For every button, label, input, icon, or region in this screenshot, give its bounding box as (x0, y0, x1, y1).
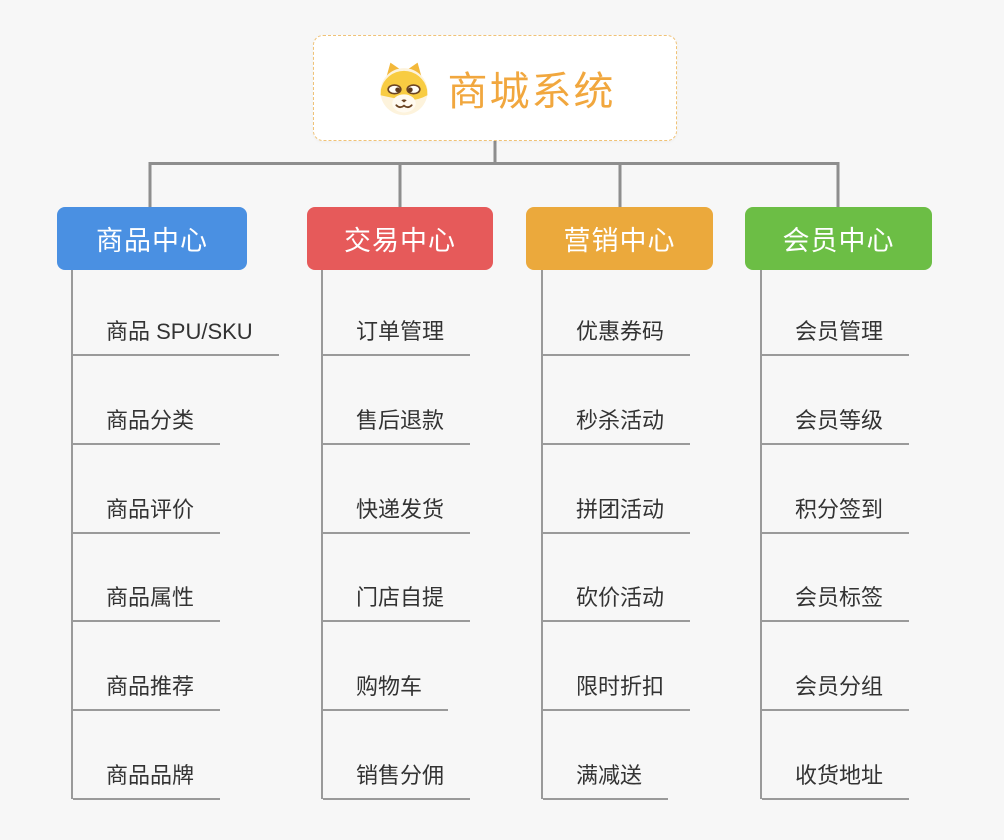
dog-face-icon (379, 62, 428, 116)
branch-column-member-center: 会员管理 会员等级 积分签到 会员标签 会员分组 收货地址 (760, 270, 910, 800)
leaf-item[interactable]: 快递发货 (323, 488, 471, 534)
branch-box-trade-center[interactable]: 交易中心 (307, 207, 493, 270)
leaf-item[interactable]: 商品 SPU/SKU (73, 310, 279, 356)
leaf-item[interactable]: 门店自提 (323, 576, 471, 622)
leaf-item[interactable]: 商品推荐 (73, 665, 221, 711)
leaf-item[interactable]: 满减送 (543, 754, 669, 800)
leaf-item[interactable]: 购物车 (323, 665, 449, 711)
leaf-item[interactable]: 砍价活动 (543, 576, 691, 622)
leaf-item[interactable]: 秒杀活动 (543, 399, 691, 445)
leaf-item[interactable]: 会员等级 (762, 399, 910, 445)
leaf-item[interactable]: 收货地址 (762, 754, 910, 800)
branch-box-product-center[interactable]: 商品中心 (57, 207, 247, 270)
branch-box-member-center[interactable]: 会员中心 (745, 207, 932, 270)
branch-column-trade-center: 订单管理 售后退款 快递发货 门店自提 购物车 销售分佣 (321, 270, 471, 800)
leaf-item[interactable]: 会员标签 (762, 576, 910, 622)
root-title: 商城系统 (447, 70, 616, 114)
root-node-mall-system[interactable]: 商城系统 (313, 35, 677, 141)
leaf-item[interactable]: 销售分佣 (323, 754, 471, 800)
branch-column-product-center: 商品 SPU/SKU 商品分类 商品评价 商品属性 商品推荐 商品品牌 (71, 270, 279, 800)
leaf-item[interactable]: 订单管理 (323, 310, 471, 356)
leaf-item[interactable]: 商品分类 (73, 399, 221, 445)
leaf-item[interactable]: 优惠券码 (543, 310, 691, 356)
leaf-item[interactable]: 售后退款 (323, 399, 471, 445)
branch-column-marketing-center: 优惠券码 秒杀活动 拼团活动 砍价活动 限时折扣 满减送 (541, 270, 691, 800)
leaf-item[interactable]: 会员管理 (762, 310, 910, 356)
leaf-item[interactable]: 商品评价 (73, 488, 221, 534)
leaf-item[interactable]: 商品属性 (73, 576, 221, 622)
leaf-item[interactable]: 商品品牌 (73, 754, 221, 800)
branch-box-marketing-center[interactable]: 营销中心 (526, 207, 713, 270)
leaf-item[interactable]: 会员分组 (762, 665, 910, 711)
leaf-item[interactable]: 积分签到 (762, 488, 910, 534)
leaf-item[interactable]: 限时折扣 (543, 665, 691, 711)
leaf-item[interactable]: 拼团活动 (543, 488, 691, 534)
